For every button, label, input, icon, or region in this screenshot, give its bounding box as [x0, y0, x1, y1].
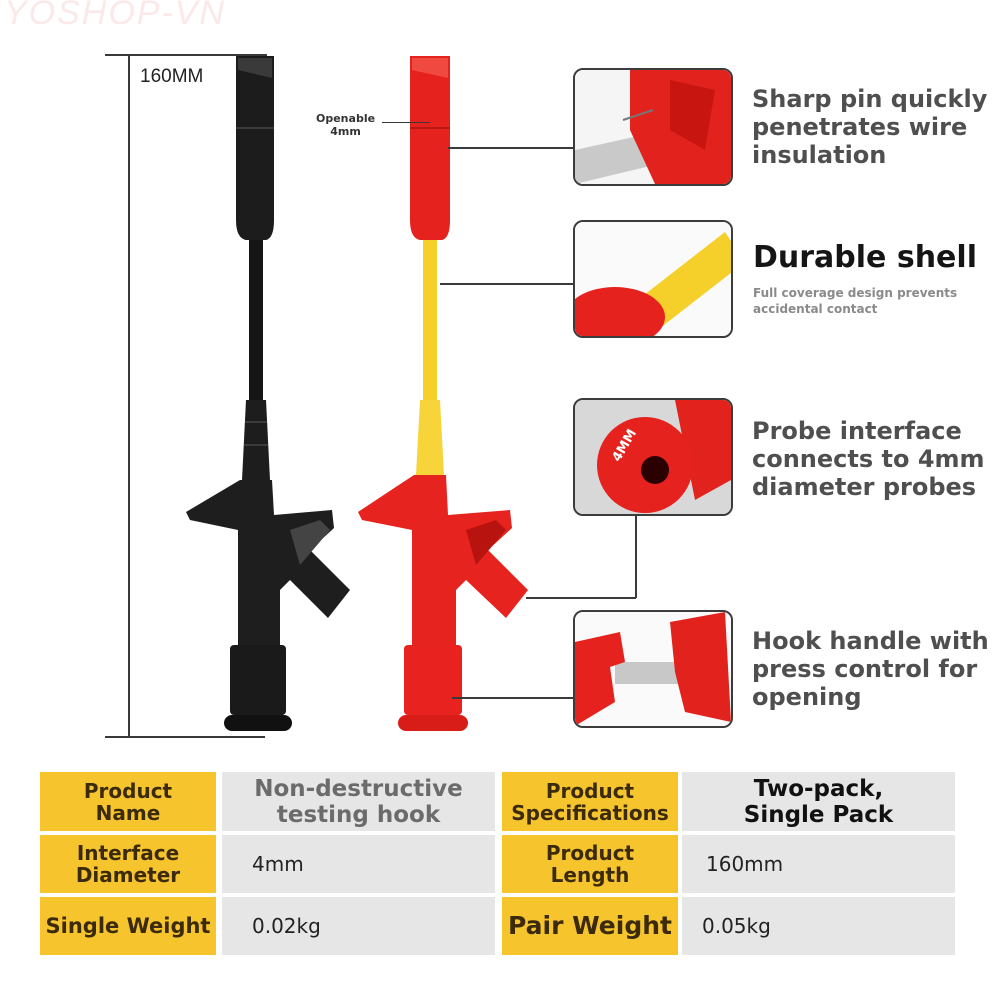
dimension-line-top: [105, 54, 267, 56]
spec-label: Interface Diameter: [40, 835, 216, 893]
spec-value: Two-pack, Single Pack: [682, 772, 955, 831]
connector-line-3-h: [526, 597, 636, 599]
connector-line-3-v: [635, 512, 637, 598]
spec-value: 4mm: [222, 835, 495, 893]
durable-shell-icon: [575, 222, 731, 336]
callout-2-sub: Full coverage design prevents accidental…: [753, 286, 958, 316]
watermark: YOSHOP-VN: [4, 0, 227, 32]
spec-value: Non-destructive testing hook: [222, 772, 495, 831]
connector-line-1: [448, 147, 574, 149]
connector-line-4: [452, 697, 574, 699]
openable-label: Openable 4mm: [316, 112, 376, 138]
black-probe-icon: [186, 56, 350, 731]
durable-shell-image: [573, 220, 733, 338]
spec-label: Single Weight: [40, 897, 216, 955]
spec-label: Pair Weight: [502, 897, 678, 955]
callout-2-title: Durable shell: [753, 240, 977, 275]
spec-value: 0.02kg: [222, 897, 495, 955]
openable-leader-line: [382, 122, 430, 123]
red-probe-icon: [358, 56, 528, 731]
connector-line-2: [440, 283, 574, 285]
spec-label: Product Specifications: [502, 772, 678, 831]
hook-handle-icon: [575, 612, 731, 726]
hook-handle-image: [573, 610, 733, 728]
callout-1-text: Sharp pin quickly penetrates wire insula…: [752, 85, 988, 169]
dimension-label: 160MM: [140, 66, 204, 87]
spec-value: 160mm: [682, 835, 955, 893]
callout-4-text: Hook handle with press control for openi…: [752, 627, 989, 711]
dimension-line-vertical: [128, 54, 130, 737]
sharp-pin-image: [573, 68, 733, 186]
spec-value: 0.05kg: [682, 897, 955, 955]
probe-interface-image: 4MM: [573, 398, 733, 516]
dimension-line-bottom: [105, 736, 265, 738]
probe-interface-icon: 4MM: [575, 400, 731, 514]
spec-label: Product Length: [502, 835, 678, 893]
sharp-pin-icon: [575, 70, 731, 184]
spec-label: Product Name: [40, 772, 216, 831]
callout-3-text: Probe interface connects to 4mm diameter…: [752, 417, 985, 501]
probe-illustration: [186, 56, 528, 731]
